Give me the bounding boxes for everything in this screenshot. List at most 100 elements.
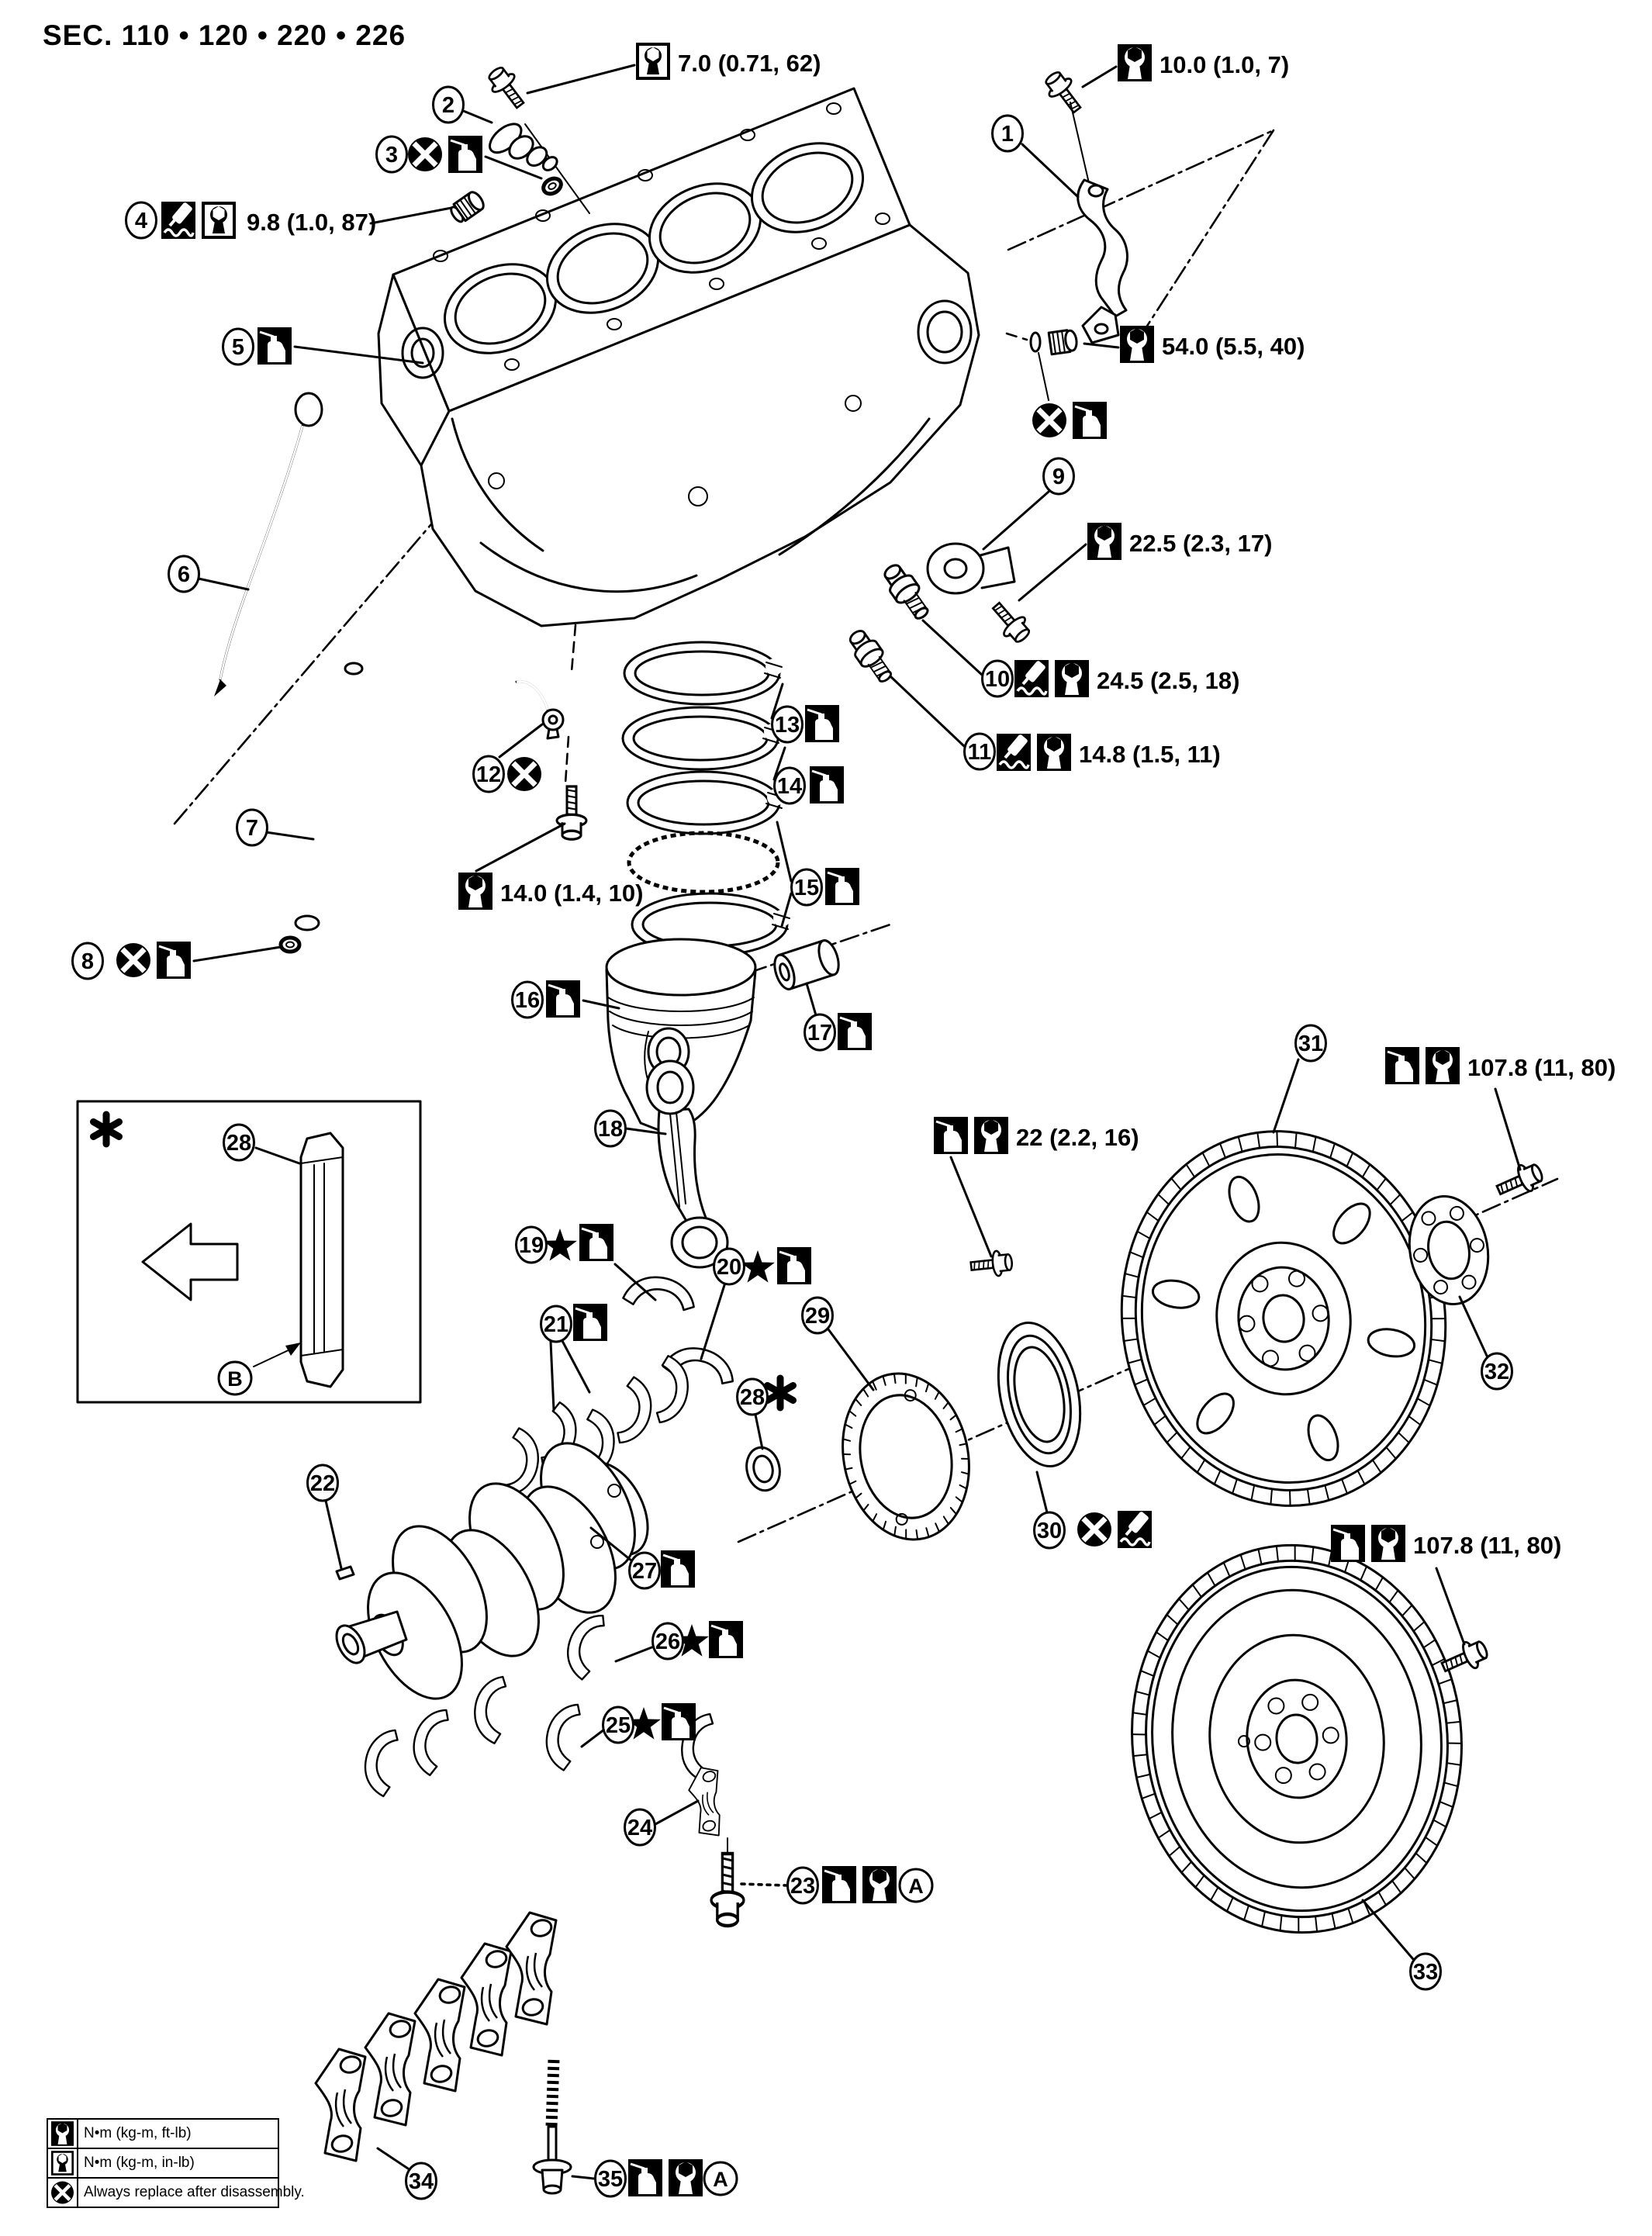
rear-plate [842, 1372, 970, 1541]
torque-label: 10.0 (1.0, 7) [1160, 51, 1289, 78]
leader-line [1035, 1471, 1049, 1514]
torque-label: 24.5 (2.5, 18) [1097, 667, 1239, 694]
knock-sensor [926, 542, 1016, 595]
leader-line [772, 746, 786, 781]
oil-icon [256, 326, 293, 366]
inlb-icon [202, 202, 236, 239]
svg-text:29: 29 [805, 1304, 830, 1329]
dashed-line [1005, 332, 1028, 341]
leader-line [475, 822, 566, 873]
callout-3: 3 [375, 135, 408, 174]
callout-7: 7 [236, 808, 268, 847]
leader-line [982, 490, 1050, 551]
ftlb-icon [1055, 660, 1089, 697]
callout-28: 28 [223, 1123, 255, 1162]
oil-icon [544, 979, 582, 1019]
torque-label: 14.8 (1.5, 11) [1079, 741, 1221, 768]
leader-line [624, 1127, 667, 1135]
torque-label: 107.8 (11, 80) [1413, 1532, 1561, 1559]
callout-8: 8 [71, 942, 104, 980]
ftlb-icon [1037, 734, 1071, 771]
leader-line [776, 821, 793, 883]
dashed-line [564, 735, 570, 785]
leader-line [582, 999, 620, 1010]
svg-text:26: 26 [655, 1629, 680, 1654]
leader-line [192, 945, 282, 962]
ftlb-icon [862, 1866, 897, 1903]
callout-9: 9 [1042, 457, 1075, 496]
sealant-icon [995, 732, 1032, 772]
callout-15: 15 [790, 868, 823, 907]
rear-plate-bolt [969, 1248, 1014, 1280]
torque-label: 7.0 (0.71, 62) [678, 50, 821, 77]
oil-icon [707, 1619, 745, 1660]
legend-row-inlb: N•m (kg-m, in-lb) [48, 2148, 278, 2177]
callout-12: 12 [472, 755, 505, 793]
crankshaft [335, 1442, 649, 1700]
replace-icon [403, 132, 448, 177]
leader-line [1083, 342, 1120, 349]
svg-text:4: 4 [135, 209, 147, 233]
leader-line [549, 1340, 555, 1412]
replace-icon [111, 938, 156, 983]
svg-text:18: 18 [598, 1117, 623, 1142]
callout-27: 27 [628, 1551, 661, 1590]
leader-line [589, 1526, 633, 1562]
oil-temp-sensor [843, 624, 899, 688]
piston-ring-top [623, 641, 783, 706]
main-bearing-caps [314, 1911, 558, 2162]
svg-text:1: 1 [1001, 122, 1014, 147]
leader-line [949, 1156, 993, 1258]
callout-28: 28 [736, 1377, 769, 1416]
drain-plug [450, 191, 485, 223]
leader-line [921, 619, 983, 676]
star-icon [741, 1250, 775, 1283]
oil-icon [836, 1011, 873, 1052]
callout-33: 33 [1409, 1952, 1442, 1991]
leader-line [1021, 143, 1080, 199]
piston-pin [773, 939, 840, 990]
svg-text:14: 14 [777, 774, 802, 799]
svg-text:28: 28 [226, 1131, 251, 1156]
leader-line [1435, 1567, 1466, 1646]
seal-cross-section [299, 1132, 344, 1388]
piston [605, 938, 757, 1135]
callout-32: 32 [1481, 1352, 1513, 1391]
oil-gauge-tube [294, 662, 364, 931]
ftlb-icon [1426, 1047, 1460, 1084]
crankshaft-washer [1408, 1195, 1490, 1305]
svg-text:22: 22 [310, 1471, 335, 1496]
svg-text:5: 5 [232, 335, 244, 360]
oil-icon [808, 765, 845, 805]
leader-line [498, 723, 544, 759]
callout-4: 4 [125, 201, 157, 240]
callout-11: 11 [963, 732, 996, 771]
legend-label: Always replace after disassembly. [84, 2184, 305, 2200]
replace-icon [502, 752, 547, 797]
svg-text:6: 6 [178, 562, 190, 587]
leader-line [253, 1348, 292, 1367]
sealant-icon [1116, 1509, 1153, 1550]
leader-line [324, 1499, 343, 1570]
direction-arrow-icon [141, 1222, 239, 1301]
leader-line [197, 577, 250, 591]
torque-label: 22.5 (2.3, 17) [1129, 530, 1272, 557]
svg-text:A: A [713, 2168, 728, 2191]
leader-line [369, 206, 453, 225]
oil-icon [804, 703, 841, 744]
oil-icon [627, 2158, 664, 2198]
torque-label: 14.0 (1.4, 10) [500, 880, 643, 907]
relief-plug [1029, 329, 1078, 356]
dashed-line [570, 624, 577, 673]
replace-icon [1027, 398, 1072, 443]
leader-line [1081, 65, 1118, 88]
leader-line [754, 1413, 764, 1450]
torque-ftlb-icon [48, 2120, 78, 2148]
leader-line [571, 2175, 596, 2180]
callout-10: 10 [981, 659, 1014, 698]
legend-label: N•m (kg-m, ft-lb) [84, 2125, 192, 2141]
leader-line [484, 155, 543, 180]
svg-text:11: 11 [968, 740, 992, 765]
svg-text:3: 3 [385, 143, 398, 168]
